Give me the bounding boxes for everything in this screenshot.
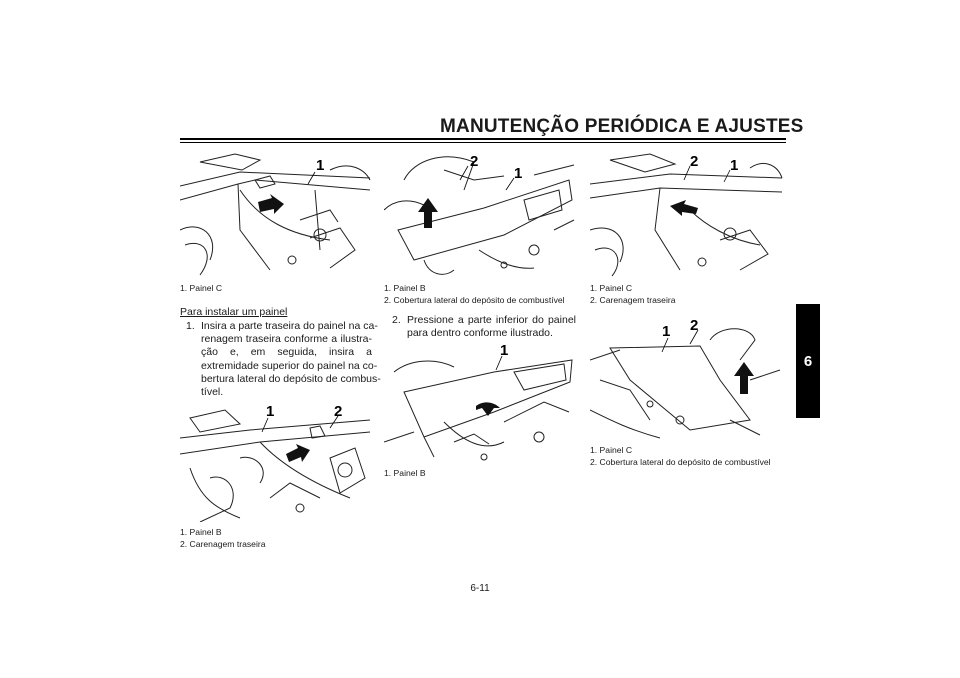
figure-panel-b-remove: 2 1	[384, 150, 576, 278]
page-title: MANUTENÇÃO PERIÓDICA E AJUSTES	[440, 116, 804, 137]
figure-panel-c-lift: 1 2	[590, 320, 784, 444]
step-text-line: extremidade superior do painel na co-	[201, 359, 378, 372]
chapter-tab: 6	[796, 304, 820, 418]
figure-panel-c-rear: 1	[180, 150, 372, 278]
step-text-line: tível.	[201, 386, 224, 399]
figure-callout: 2	[690, 153, 698, 170]
figure-callout: 1	[316, 157, 324, 174]
step-1: 1. Insira a parte traseira do painel na …	[186, 320, 381, 399]
figure-panel-c-remove: 2 1	[590, 150, 784, 278]
figure-caption: 1. Painel B	[384, 467, 426, 479]
step-text-line: Insira a parte traseira do painel na ca-	[201, 320, 378, 332]
figure-callout: 2	[470, 153, 478, 170]
step-text-line: ção e, em seguida, insira a	[201, 346, 372, 359]
figure-caption: 1. Painel B 2. Carenagem traseira	[180, 526, 266, 550]
caption-line: 2. Cobertura lateral do depósito de comb…	[590, 457, 771, 467]
figure-callout: 1	[500, 342, 508, 359]
figure-caption: 1. Painel C 2. Carenagem traseira	[590, 282, 676, 306]
page-number: 6-11	[470, 583, 490, 594]
figure-panel-b-install: 1 2	[180, 398, 372, 522]
figure-caption: 1. Painel C	[180, 282, 222, 294]
caption-line: 2. Carenagem traseira	[590, 295, 676, 305]
header-rule-thin	[180, 142, 786, 143]
step-number: 2.	[392, 314, 401, 326]
figure-callout: 1	[514, 165, 522, 182]
caption-line: 1. Painel B	[180, 527, 222, 537]
header-rule	[180, 138, 786, 140]
figure-callout: 1	[730, 157, 738, 174]
figure-callout: 1	[266, 403, 274, 420]
step-2: 2. Pressione a parte inferior do painel …	[392, 314, 576, 340]
figure-caption: 1. Painel B 2. Cobertura lateral do depó…	[384, 282, 565, 306]
step-text-line: bertura lateral do depósito de combus-	[201, 372, 381, 385]
caption-line: 1. Painel B	[384, 468, 426, 478]
step-text-line: para dentro conforme ilustrado.	[407, 327, 553, 340]
caption-line: 1. Painel C	[590, 283, 633, 293]
figure-callout: 2	[690, 320, 698, 334]
caption-line: 2. Carenagem traseira	[180, 539, 266, 549]
step-text-line: renagem traseira conforme a ilustra-	[201, 333, 372, 346]
caption-line: 1. Painel C	[180, 283, 223, 293]
caption-line: 1. Painel B	[384, 283, 426, 293]
caption-line: 2. Cobertura lateral do depósito de comb…	[384, 295, 565, 305]
figure-callout: 1	[662, 323, 670, 340]
figure-callout: 2	[334, 403, 342, 420]
caption-line: 1. Painel C	[590, 445, 633, 455]
figure-caption: 1. Painel C 2. Cobertura lateral do depó…	[590, 444, 771, 468]
figure-panel-b-press: 1	[384, 342, 576, 466]
step-text-line: Pressione a parte inferior do painel	[407, 314, 576, 326]
step-number: 1.	[186, 320, 195, 332]
section-heading: Para instalar um painel	[180, 306, 288, 318]
